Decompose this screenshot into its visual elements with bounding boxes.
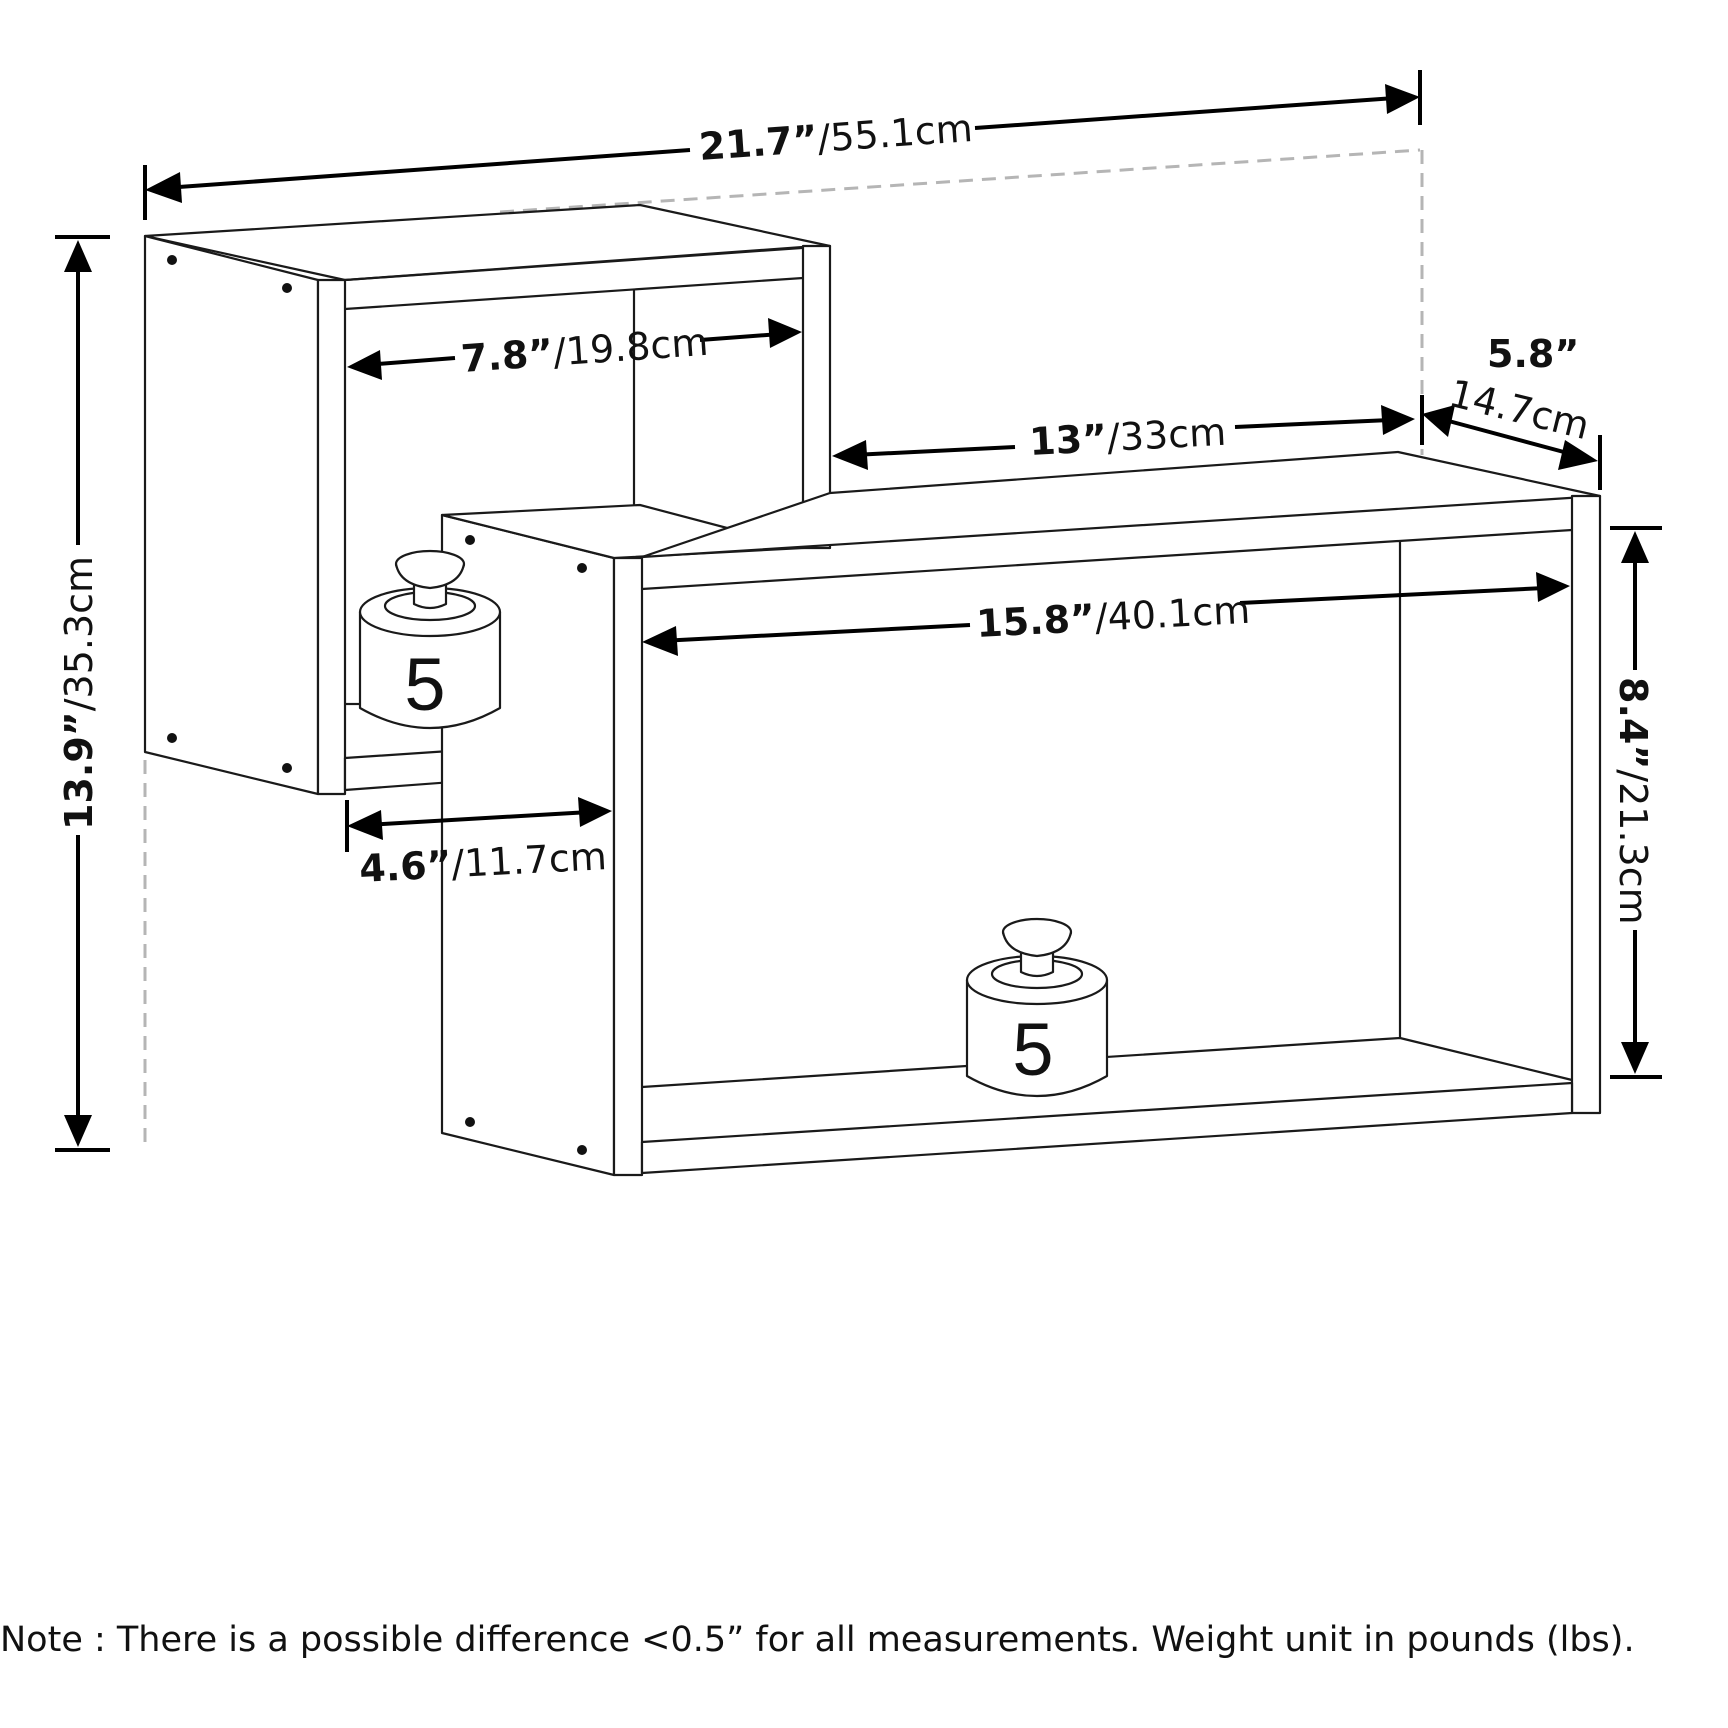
weight-upper-label: 5: [404, 643, 445, 726]
svg-text:21.7”/55.1cm: 21.7”/55.1cm: [698, 106, 974, 169]
dim-overall-width-cm: /55.1cm: [816, 106, 974, 161]
dim-lower-height-cm: /21.3cm: [1611, 769, 1655, 924]
dim-depth-cm: 14.7cm: [1445, 371, 1594, 448]
svg-text:7.8”/19.8cm: 7.8”/19.8cm: [460, 320, 710, 381]
svg-text:15.8”/40.1cm: 15.8”/40.1cm: [975, 588, 1251, 646]
dim-depth-in: 5.8”: [1487, 332, 1579, 376]
dim-upper-shelf-span-in: 13”: [1028, 416, 1108, 464]
dim-lower-width: 15.8”/40.1cm: [642, 572, 1570, 656]
svg-text:13”/33cm: 13”/33cm: [1028, 410, 1227, 464]
measurement-note: Note : There is a possible difference <0…: [0, 1620, 1635, 1660]
dim-lower-height-in: 8.4”: [1611, 677, 1655, 769]
dim-overall-width-in: 21.7”: [698, 117, 820, 169]
dim-lower-height: 8.4”/21.3cm: [1610, 526, 1662, 1079]
dim-upper-shelf-span: 13”/33cm: [832, 405, 1415, 470]
dim-overall-height-in: 13.9”: [57, 711, 101, 830]
dim-upper-shelf-span-cm: /33cm: [1106, 410, 1227, 460]
dim-overall-height-cm: /35.3cm: [57, 556, 101, 711]
dim-upper-cubby-width-in: 7.8”: [460, 331, 555, 381]
lower-cubby: [440, 450, 1602, 1177]
svg-text:4.6”/11.7cm: 4.6”/11.7cm: [358, 834, 608, 891]
svg-text:8.4”/21.3cm: 8.4”/21.3cm: [1611, 677, 1655, 925]
dim-overall-height: 13.9”/35.3cm: [55, 235, 110, 1152]
dim-lower-width-cm: /40.1cm: [1094, 588, 1251, 640]
svg-text:13.9”/35.3cm: 13.9”/35.3cm: [57, 556, 101, 830]
dim-small-cubby-width-in: 4.6”: [358, 842, 452, 891]
weight-lower-label: 5: [1012, 1008, 1053, 1091]
upper-cubby: [143, 203, 832, 796]
dim-small-cubby-width-cm: /11.7cm: [450, 834, 607, 886]
dim-upper-cubby-width-cm: /19.8cm: [552, 320, 710, 375]
weight-icon-upper: 5: [358, 549, 502, 729]
dim-upper-cubby-width: 7.8”/19.8cm: [347, 318, 802, 381]
dim-small-cubby-width: 4.6”/11.7cm: [345, 797, 612, 891]
dim-overall-width: 21.7”/55.1cm: [143, 70, 1422, 220]
weight-icon-lower: 5: [965, 917, 1109, 1097]
dim-lower-width-in: 15.8”: [975, 596, 1096, 646]
